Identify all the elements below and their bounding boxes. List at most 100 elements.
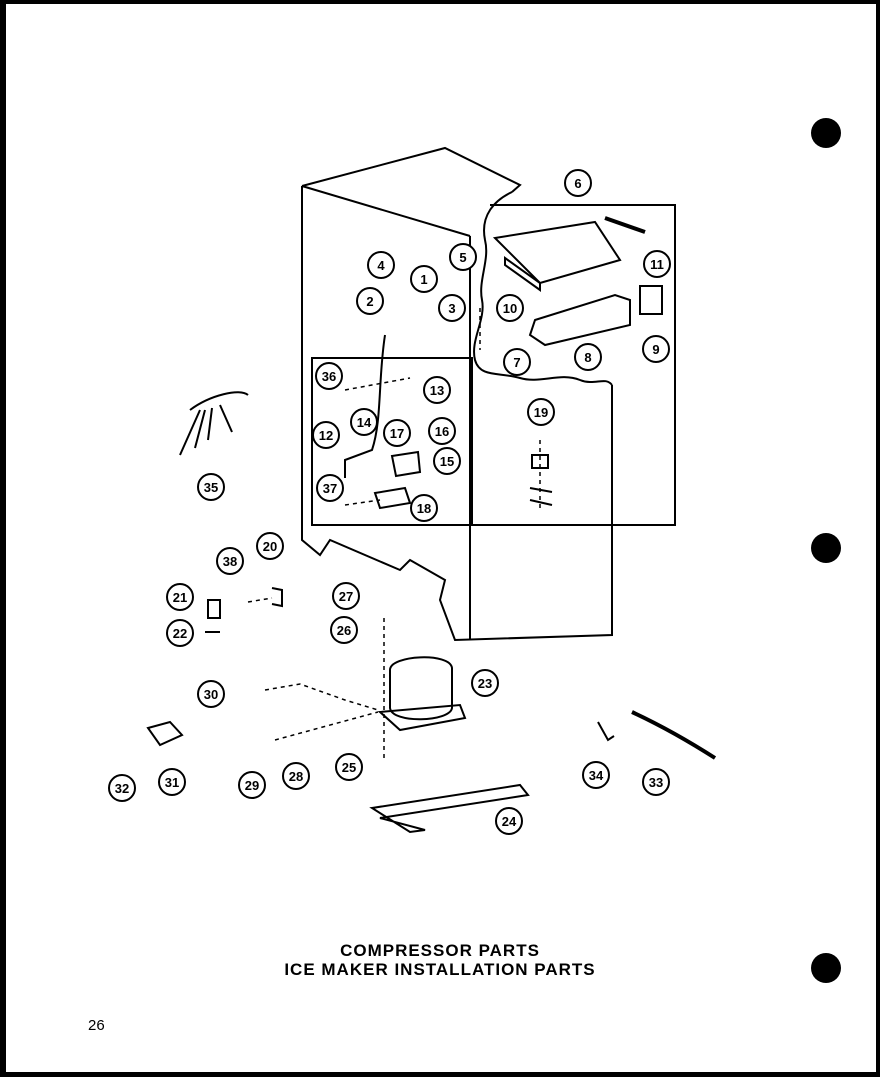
callout-circle	[642, 768, 670, 796]
callout-circle	[350, 408, 378, 436]
punch-hole	[811, 533, 841, 563]
callout-label: 31	[165, 775, 179, 790]
base-rail	[369, 783, 530, 834]
guide-line	[344, 499, 381, 506]
callout-label: 10	[503, 301, 517, 316]
callout-circle	[643, 250, 671, 278]
callout-circle	[166, 583, 194, 611]
callout-circle	[423, 376, 451, 404]
break-line	[473, 191, 613, 386]
punch-hole	[811, 118, 841, 148]
fill-tube-rod	[604, 216, 646, 234]
callout-circle	[471, 669, 499, 697]
callout-label: 15	[440, 454, 454, 469]
callout-label: 32	[115, 781, 129, 796]
callout-circle	[496, 294, 524, 322]
callout-circle	[564, 169, 592, 197]
callout-circle	[367, 251, 395, 279]
callout-circle	[108, 774, 136, 802]
callout-label: 23	[478, 676, 492, 691]
callout-circle	[438, 294, 466, 322]
callout-circle	[503, 348, 531, 376]
callout-circle	[582, 761, 610, 789]
callout-label: 12	[319, 428, 333, 443]
cover-plate	[639, 285, 663, 315]
callout-label: 18	[417, 501, 431, 516]
callout-label: 16	[435, 424, 449, 439]
callout-label: 27	[339, 589, 353, 604]
icemaker-frame	[470, 204, 676, 526]
callout-circle	[238, 771, 266, 799]
callout-circle	[197, 680, 225, 708]
callout-label: 24	[502, 814, 517, 829]
ice-maker-kit-parts	[529, 454, 553, 506]
callout-circle	[433, 447, 461, 475]
callout-circle	[315, 362, 343, 390]
callout-circle	[332, 582, 360, 610]
callout-label: 19	[534, 405, 548, 420]
callout-label: 26	[337, 623, 351, 638]
guide-line	[344, 377, 411, 391]
callout-circle	[256, 532, 284, 560]
callout-label: 6	[574, 176, 581, 191]
compressor-base	[377, 703, 467, 732]
callout-label: 3	[448, 301, 455, 316]
callout-circle	[166, 619, 194, 647]
wire-harness	[179, 391, 249, 456]
callout-circle	[316, 474, 344, 502]
callout-circle	[428, 417, 456, 445]
callout-label: 11	[650, 257, 664, 272]
callout-label: 35	[204, 480, 218, 495]
callout-circle	[495, 807, 523, 835]
callout-label: 5	[459, 250, 466, 265]
paper-sheet	[6, 4, 876, 1072]
callout-circle	[383, 419, 411, 447]
guide-line	[264, 683, 379, 711]
callout-label: 2	[366, 294, 373, 309]
callout-circle	[330, 616, 358, 644]
callout-label: 13	[430, 383, 444, 398]
callout-circle	[158, 768, 186, 796]
callout-label: 17	[390, 426, 404, 441]
callout-circle	[642, 335, 670, 363]
callout-label: 1	[420, 272, 427, 287]
callout-circle	[356, 287, 384, 315]
water-valve	[390, 450, 422, 478]
callout-circle	[410, 494, 438, 522]
water-line	[344, 334, 386, 478]
callout-label: 33	[649, 775, 663, 790]
relay	[207, 599, 221, 619]
callout-circle	[449, 243, 477, 271]
compressor-body	[389, 656, 453, 721]
callout-label: 37	[323, 481, 337, 496]
overload-cover	[146, 720, 184, 747]
callout-circle	[312, 421, 340, 449]
callout-label: 7	[513, 355, 520, 370]
callout-label: 20	[263, 539, 277, 554]
callout-label: 28	[289, 769, 303, 784]
callout-label: 14	[357, 415, 372, 430]
page-number: 26	[88, 1017, 105, 1034]
callout-label: 25	[342, 760, 356, 775]
guide-line	[274, 711, 379, 741]
callout-label: 9	[652, 342, 659, 357]
callout-label: 8	[584, 350, 591, 365]
callout-label: 30	[204, 687, 218, 702]
callout-label: 21	[173, 590, 187, 605]
callout-label: 34	[589, 768, 604, 783]
callout-circle	[197, 473, 225, 501]
callout-label: 4	[377, 258, 385, 273]
callout-label: 38	[223, 554, 237, 569]
clip	[271, 587, 283, 608]
callout-circle	[410, 265, 438, 293]
valve-bracket	[373, 486, 412, 510]
callout-label: 36	[322, 369, 336, 384]
diagram-title-line1: COMPRESSOR PARTS	[340, 941, 540, 960]
callout-circle	[335, 753, 363, 781]
callout-circle	[216, 547, 244, 575]
callout-circle	[527, 398, 555, 426]
callout-label: 29	[245, 778, 259, 793]
ice-bucket	[492, 220, 622, 292]
